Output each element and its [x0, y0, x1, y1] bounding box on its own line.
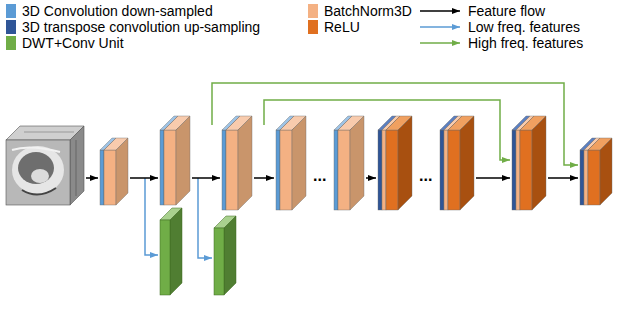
input-mri-volume	[6, 126, 84, 205]
legend-label: High freq. features	[468, 35, 583, 51]
decoder-blocks	[378, 116, 612, 210]
legend-label: BatchNorm3D	[324, 3, 412, 19]
legend-swatch	[308, 4, 318, 18]
legend-label: Low freq. features	[468, 19, 580, 35]
legend-swatch	[6, 36, 16, 50]
legend-label: DWT+Conv Unit	[22, 35, 124, 51]
dwt-conv-units	[160, 208, 236, 295]
ellipsis-label: ...	[313, 168, 326, 184]
encoder-blocks	[100, 116, 364, 210]
legend-swatch	[308, 20, 318, 34]
legend-label: ReLU	[324, 19, 360, 35]
legend-swatch	[6, 20, 16, 34]
legend-label: Feature flow	[468, 3, 545, 19]
legend-line-samples	[420, 11, 460, 43]
legend-label: 3D transpose convolution up-sampling	[22, 19, 260, 35]
legend-label: 3D Convolution down-sampled	[22, 3, 213, 19]
ellipsis-label: ...	[419, 168, 432, 184]
legend-swatch	[6, 4, 16, 18]
